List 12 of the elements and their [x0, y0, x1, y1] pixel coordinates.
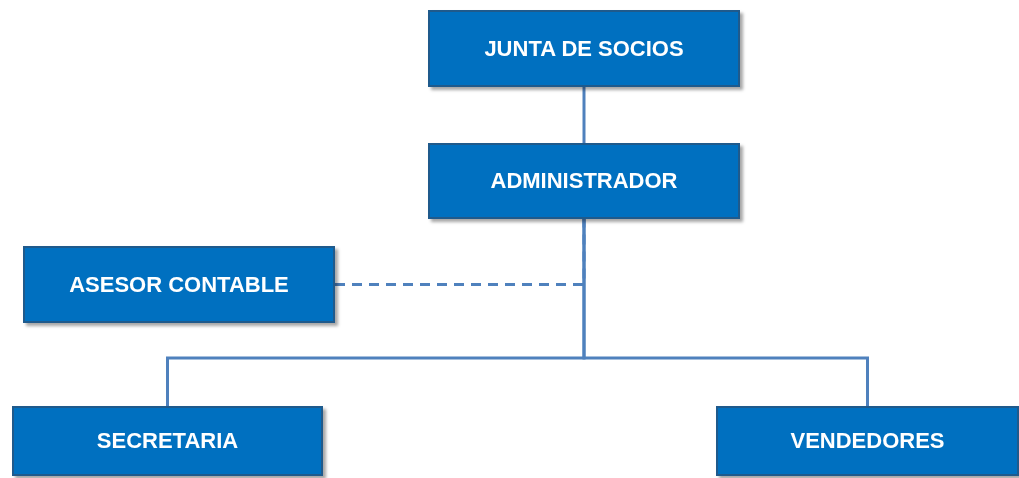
org-box — [12, 406, 323, 476]
box-label: ASESOR CONTABLE — [69, 271, 289, 298]
connector-line — [582, 87, 586, 143]
org-box — [428, 143, 740, 219]
org-box — [23, 246, 335, 323]
box-label: JUNTA DE SOCIOS — [484, 35, 684, 62]
box-label: VENDEDORES — [790, 428, 945, 454]
org-box — [428, 10, 740, 87]
box-label: ADMINISTRADOR — [490, 168, 678, 194]
connector-line — [582, 219, 869, 406]
org-box — [716, 406, 1019, 476]
box-label: SECRETARIA — [96, 428, 239, 454]
